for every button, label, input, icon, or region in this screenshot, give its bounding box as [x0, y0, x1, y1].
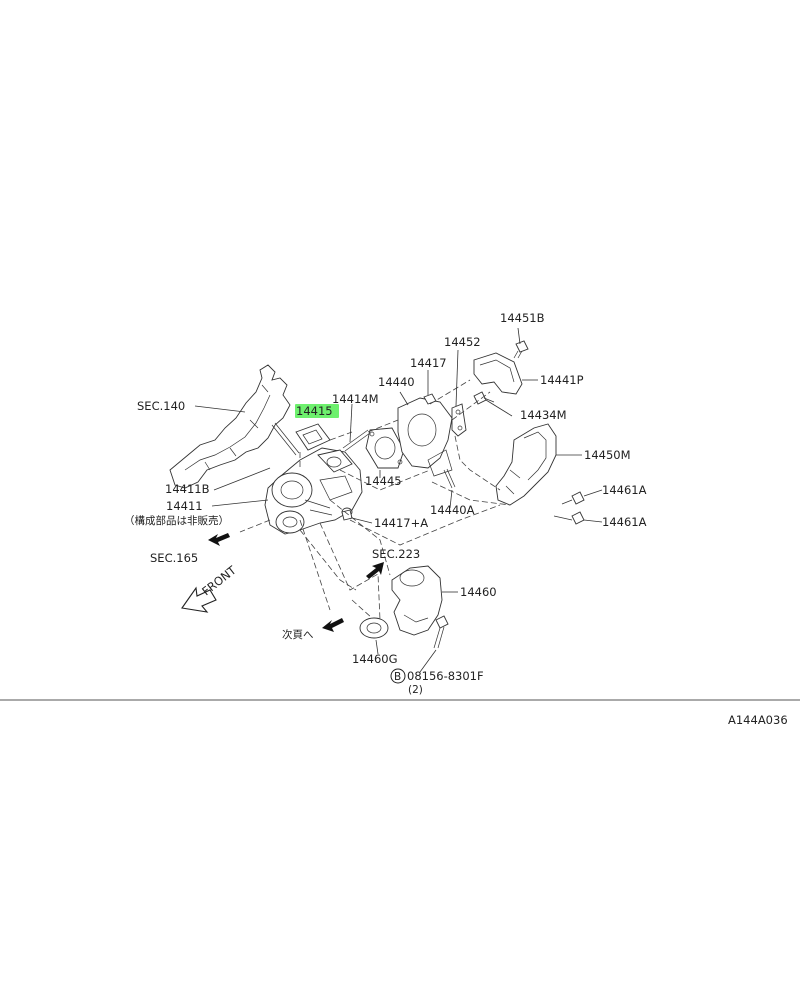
label-14411b: 14411B [165, 482, 210, 496]
bolt-14461a-lower [553, 511, 585, 525]
bolt-marker-circle [390, 668, 406, 684]
turbocharger [264, 447, 363, 535]
label-14461a-upper: 14461A [602, 483, 647, 497]
nut-14417a [341, 509, 353, 521]
label-front: FRONT [199, 563, 239, 599]
label-14445: 14445 [365, 474, 402, 488]
exhaust-outlet-gasket [365, 427, 405, 469]
label-bolt-marker: B [394, 671, 401, 683]
label-14441p: 14441P [540, 373, 584, 387]
part-labels: 14451B 14452 14417 14440 14441P 14414M 1… [124, 311, 788, 727]
label-14417a: 14417+A [374, 516, 428, 530]
stud-14440a [443, 468, 456, 489]
label-14411-note: （構成部品は非販売） [124, 514, 229, 527]
bracket-14452 [451, 403, 467, 437]
label-14440: 14440 [378, 375, 415, 389]
tube-gasket [359, 617, 389, 639]
label-14415: 14415 [296, 404, 333, 418]
label-14461a-lower: 14461A [602, 515, 647, 529]
label-diagram-code: A144A036 [728, 713, 788, 727]
exhaust-outlet [397, 397, 453, 477]
bolt-14461a-upper [561, 491, 585, 505]
label-next-page: 次頁へ [282, 628, 314, 641]
label-14460g: 14460G [352, 652, 398, 666]
arrow-sec223 [366, 562, 384, 579]
label-14411: 14411 [166, 499, 203, 513]
front-arrow-icon [181, 586, 217, 613]
turbo-gasket [295, 423, 331, 451]
bolt-14451b [513, 340, 529, 359]
bolt-08156 [433, 615, 449, 649]
label-sec223: SEC.223 [372, 547, 420, 561]
stud-bolt-manifold [271, 422, 300, 456]
label-14460: 14460 [460, 585, 497, 599]
label-14440a: 14440A [430, 503, 475, 517]
label-14414m: 14414M [332, 392, 379, 406]
nut-14417 [423, 393, 437, 405]
label-sec165: SEC.165 [150, 551, 198, 565]
manifold-heat-insulator [169, 364, 291, 489]
label-14417: 14417 [410, 356, 447, 370]
label-bolt-qty: (2) [408, 684, 423, 696]
label-14452: 14452 [444, 335, 481, 349]
label-14451b: 14451B [500, 311, 545, 325]
label-14434m: 14434M [520, 408, 567, 422]
leader-lines [194, 327, 603, 673]
label-14450m: 14450M [584, 448, 631, 462]
turbo-inlet-tube [391, 565, 443, 636]
label-sec140: SEC.140 [137, 399, 185, 413]
arrow-sec165 [208, 533, 230, 546]
arrow-next-page [322, 618, 344, 632]
assembly-lines [239, 379, 511, 621]
heat-insulator-14450m [495, 423, 557, 506]
part-highlight [295, 404, 339, 418]
heat-insulator-14441p [473, 352, 523, 395]
stud-14414m [342, 429, 371, 452]
bolt-14434m [473, 391, 495, 405]
label-bolt-number: 08156-8301F [407, 669, 484, 683]
